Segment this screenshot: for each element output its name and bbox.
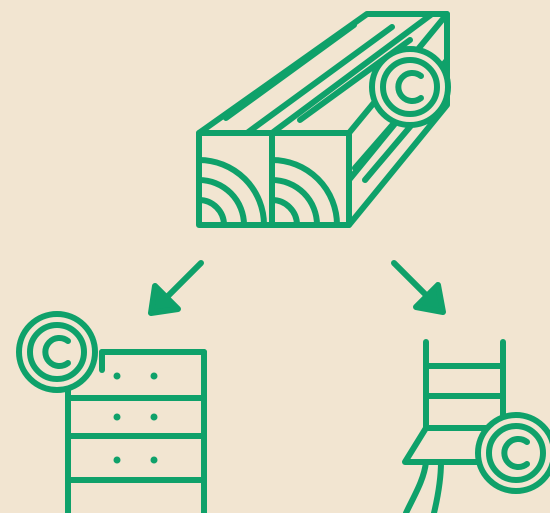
arrow-down-right-icon [394,263,443,312]
arrow-down-left-icon [151,263,201,313]
chair-certification-seal [478,415,550,491]
cabinet-certification-seal [19,314,95,390]
timber-certification-seal [372,49,448,125]
